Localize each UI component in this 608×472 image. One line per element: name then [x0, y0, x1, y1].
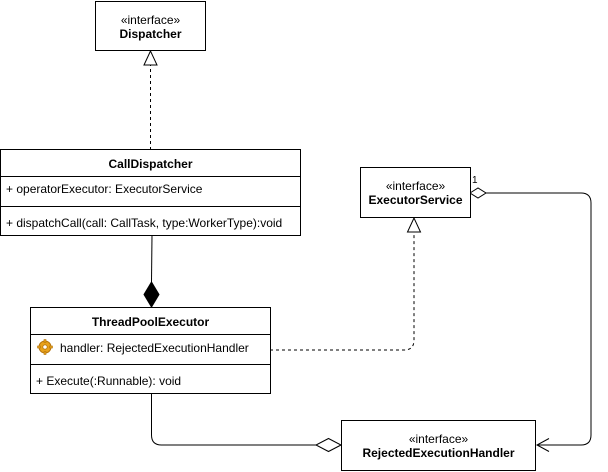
dispatcher-box[interactable]: «interface» Dispatcher [95, 1, 206, 51]
executorservice-multiplicity: 1 [472, 175, 478, 186]
calldispatcher-operation: + dispatchCall(call: CallTask, type:Work… [6, 216, 283, 230]
aggregation-line-tpe-handler [151, 394, 316, 446]
open-arrowhead-handler [535, 438, 550, 452]
aggregation-diamond-executorservice [469, 187, 487, 199]
calldispatcher-divider-1 [1, 176, 300, 177]
calldispatcher-divider-2 [1, 206, 300, 207]
threadpoolexecutor-box[interactable]: ThreadPoolExecutor handler: RejectedExec… [30, 307, 271, 394]
executorservice-stereotype: «interface» [385, 179, 446, 193]
realization-arrowhead-dispatcher [143, 49, 158, 66]
dispatcher-name: Dispatcher [119, 27, 182, 41]
aggregation-diamond-handler [314, 437, 343, 453]
rejectedexecutionhandler-box[interactable]: «interface» RejectedExecutionHandler [341, 420, 536, 471]
composition-diamond [143, 281, 160, 308]
realization-line-tpe-executorservice [270, 232, 415, 351]
realization-arrowhead-executorservice [406, 216, 422, 233]
calldispatcher-box[interactable]: CallDispatcher + operatorExecutor: Execu… [0, 149, 301, 236]
calldispatcher-attribute: + operatorExecutor: ExecutorService [6, 182, 203, 196]
executorservice-name: ExecutorService [368, 193, 463, 207]
executorservice-box[interactable]: «interface» ExecutorService [360, 167, 471, 218]
composition-line [151, 234, 153, 283]
calldispatcher-name: CallDispatcher [108, 157, 193, 171]
dispatcher-stereotype: «interface» [120, 13, 181, 27]
rejectedexecutionhandler-stereotype: «interface» [408, 432, 469, 446]
threadpoolexecutor-divider-1 [31, 334, 270, 335]
threadpoolexecutor-name: ThreadPoolExecutor [91, 315, 210, 329]
threadpoolexecutor-divider-2 [31, 364, 270, 365]
aggregation-line-executorservice-handler [486, 192, 592, 446]
gear-icon [37, 339, 53, 355]
threadpoolexecutor-operation: + Execute(:Runnable): void [36, 374, 182, 388]
threadpoolexecutor-attribute: handler: RejectedExecutionHandler [60, 341, 249, 355]
rejectedexecutionhandler-name: RejectedExecutionHandler [362, 446, 515, 460]
